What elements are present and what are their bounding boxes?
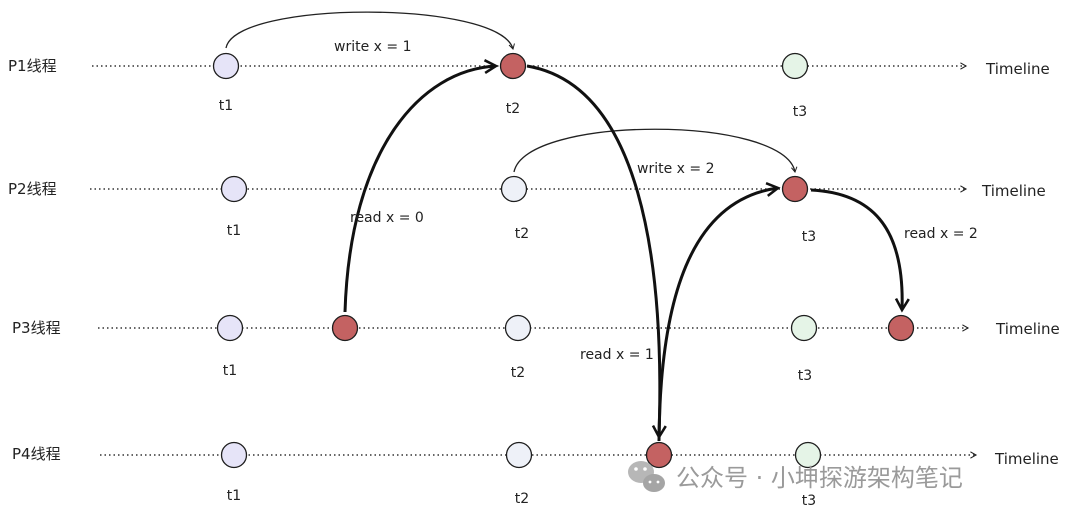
- event-node: [212, 52, 240, 80]
- event-nodes: t1 t2 t3 t1 t2 t3 t1 t2 t3 t1 t2 t3: [212, 52, 915, 509]
- event-node: [220, 175, 248, 203]
- read-arrow-x2: [810, 188, 910, 313]
- event-node: [499, 52, 527, 80]
- event-node: [216, 314, 244, 342]
- event-node: [645, 441, 673, 469]
- event-node: [505, 441, 533, 469]
- op-label-read-x2: read x = 2: [904, 226, 978, 242]
- event-time-label: t1: [227, 488, 241, 504]
- event-time-label: t2: [511, 365, 525, 381]
- event-node: [500, 175, 528, 203]
- wechat-icon: [628, 461, 665, 492]
- event-time-label: t2: [515, 226, 529, 242]
- event-node: [331, 314, 359, 342]
- event-time-label: t3: [793, 104, 807, 120]
- write-arc-x1: [225, 11, 515, 50]
- event-time-label: t3: [798, 368, 812, 384]
- timeline-label: Timeline: [985, 60, 1050, 78]
- event-node: [790, 314, 818, 342]
- event-node: [794, 441, 822, 469]
- event-time-label: t1: [223, 363, 237, 379]
- op-label-read-x1: read x = 1: [580, 347, 654, 363]
- event-node: [887, 314, 915, 342]
- event-time-label: t2: [506, 101, 520, 117]
- timeline-label: Timeline: [981, 182, 1046, 200]
- op-label-read-x0: read x = 0: [350, 210, 424, 226]
- event-time-label: t2: [515, 491, 529, 507]
- timeline-label: Timeline: [995, 320, 1060, 338]
- thread-p2: P2线程 Timeline: [8, 180, 1046, 200]
- thread-label: P4线程: [12, 445, 61, 463]
- event-node: [220, 441, 248, 469]
- watermark: 公众号 · 小坤探游架构笔记: [628, 461, 963, 492]
- watermark-text: 公众号 · 小坤探游架构笔记: [676, 464, 963, 492]
- read-arrow-x1: [526, 64, 667, 440]
- event-time-label: t3: [802, 493, 816, 509]
- op-label-write-x2: write x = 2: [637, 161, 714, 177]
- read-arrow-x0: [343, 59, 499, 313]
- read-arrow-p4-to-p2: [657, 181, 781, 442]
- thread-p4: P4线程 Timeline: [12, 445, 1059, 468]
- thread-label: P2线程: [8, 180, 57, 198]
- op-label-write-x1: write x = 1: [334, 39, 411, 55]
- event-time-label: t3: [802, 229, 816, 245]
- event-node: [781, 175, 809, 203]
- thread-label: P3线程: [12, 319, 61, 337]
- event-time-label: t1: [227, 223, 241, 239]
- event-node: [504, 314, 532, 342]
- event-node: [781, 52, 809, 80]
- write-arc-x2: [513, 128, 798, 173]
- timeline-label: Timeline: [994, 450, 1059, 468]
- event-time-label: t1: [219, 98, 233, 114]
- thread-label: P1线程: [8, 57, 57, 75]
